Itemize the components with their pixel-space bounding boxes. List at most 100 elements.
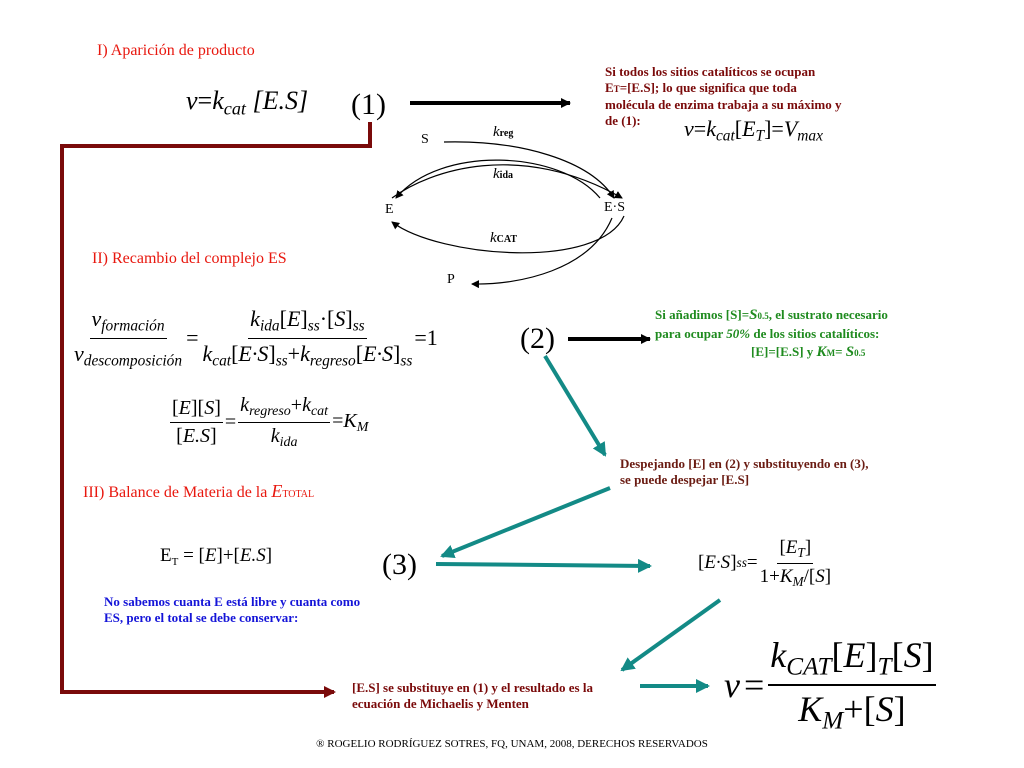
section3-title-text: III) Balance de Materia de la <box>83 484 272 501</box>
eq2-lhs-fraction: vformación vdescomposición <box>72 306 184 370</box>
k-cat-k: k <box>490 230 497 246</box>
footer-copyright: ® ROGELIO RODRÍGUEZ SOTRES, FQ, UNAM, 20… <box>316 738 708 750</box>
eq2-rhs-fraction: kida[E]ss·[S]ss kcat[E·S]ss+kregreso[E·S… <box>202 306 413 370</box>
note4-line2: ES, pero el total se debe conservar: <box>104 610 299 625</box>
equation-ES: [E·S]ss= [ET] 1+KM/[S] <box>698 537 832 589</box>
curve-S-to-ES <box>443 141 615 199</box>
note2-S: S <box>749 307 758 323</box>
eq3-open: = [ <box>178 545 205 566</box>
eqES-E: E <box>785 537 798 558</box>
km-k-reg: k <box>240 394 250 416</box>
eq1-k: k <box>212 86 224 115</box>
note2-l1a: Si añadimos [S]= <box>655 307 750 322</box>
section3-title: III) Balance de Materia de la ETOTAL <box>83 481 314 502</box>
vmax-k: k <box>706 116 716 141</box>
eqES-S: S <box>815 565 825 587</box>
connector-eq1-to-final <box>60 122 372 698</box>
note5-line2: ecuación de Michaelis y Menten <box>352 696 529 711</box>
km-k-cat: k <box>302 394 311 416</box>
eq3-ES: E.S <box>239 545 266 566</box>
mm-v: v <box>724 664 740 705</box>
eqES-ss: ss <box>736 555 747 571</box>
vmax-k-sub: cat <box>715 127 735 145</box>
eq1-v: v <box>186 86 198 115</box>
arrow-ES-to-note5 <box>620 598 722 672</box>
note1-line2: ET=[E.S]; lo que significa que toda <box>605 80 895 97</box>
section2-title: II) Recambio del complejo ES <box>92 250 287 267</box>
note-half-saturation: Si añadimos [S]=S0.5, el sustrato necesa… <box>655 306 975 362</box>
note3-line1: Despejando [E] en (2) y substituyendo en… <box>620 456 869 471</box>
k-ida-k: k <box>493 166 500 182</box>
note2-line2: para ocupar 50% de los sitios catalítico… <box>655 325 975 343</box>
km-lhs-fraction: [E][S] [E.S] <box>170 397 223 448</box>
eq2-equals-one: =1 <box>414 325 438 351</box>
k-ida-sub: ida <box>499 170 514 181</box>
section3-E: E <box>271 481 283 501</box>
note1-ET: E <box>605 80 614 95</box>
arrow-eq3-to-ES <box>435 558 652 573</box>
eqES-M: M <box>792 573 804 589</box>
note5-line1: [E.S] se substituye en (1) y el resultad… <box>352 680 593 695</box>
note2-l2a: para ocupar <box>655 326 727 341</box>
eqES-T: T <box>797 544 805 560</box>
eq2-number: (2) <box>520 322 555 355</box>
vmax-V-sub: max <box>797 127 823 145</box>
section1-title: I) Aparición de producto <box>97 42 255 59</box>
km-E: E <box>178 397 191 420</box>
scheme-k-ida: kida <box>493 166 513 183</box>
eqES-ES: E·S <box>704 552 731 574</box>
equation-3: ET = [E]+[E.S] <box>160 545 272 568</box>
note2-pct: 50% <box>726 326 751 341</box>
eq2-ss-2: ss <box>352 317 365 335</box>
km-cat: cat <box>310 404 329 420</box>
vmax-V: V <box>783 116 798 141</box>
note2-S2-sub: 0.5 <box>854 348 866 358</box>
note2-line1: Si añadimos [S]=S0.5, el sustrato necesa… <box>655 306 975 325</box>
km-ida: ida <box>279 435 298 451</box>
eq2-E: E <box>286 306 301 331</box>
curve-ES-to-E-reg <box>395 159 601 199</box>
vmax-v: v <box>684 116 694 141</box>
eq2-regreso: regreso <box>309 352 356 370</box>
note2-l2b: de los sitios catalíticos: <box>750 326 880 341</box>
km-S: S <box>204 397 215 420</box>
note2-K: K <box>816 344 827 360</box>
equation-1: v=kcat [E.S] <box>186 86 309 119</box>
section3-E-sub: TOTAL <box>282 489 315 500</box>
eq1-number: (1) <box>351 88 386 121</box>
note2-S-sub: 0.5 <box>757 311 769 321</box>
scheme-P: P <box>447 272 455 287</box>
k-reg-sub: reg <box>499 128 514 139</box>
mm-E: E <box>843 635 866 675</box>
km-M: M <box>356 419 369 435</box>
mm-T: T <box>877 653 892 681</box>
note3-line2: se puede despejar [E.S] <box>620 472 750 487</box>
note-saturation: Si todos los sitios catalíticos se ocupa… <box>605 64 895 129</box>
note2-line3: [E]=[E.S] y KM= S0.5 <box>655 343 975 362</box>
curve-ES-to-E-cat <box>391 215 625 254</box>
eq2-cat: cat <box>212 352 232 370</box>
note4-line1: No sabemos cuanta E está libre y cuanta … <box>104 594 361 609</box>
eqES-K: K <box>779 565 793 587</box>
note1-line4: de (1): <box>605 113 641 128</box>
eqES-one: 1+ <box>759 565 780 587</box>
eq2-v-top: v <box>91 306 102 331</box>
k-cat-sub: CAT <box>496 234 518 245</box>
eqES-fraction: [ET] 1+KM/[S] <box>759 537 832 589</box>
eq1-bracket: [E.S] <box>252 86 309 115</box>
eq2-v-bottom: v <box>74 340 84 366</box>
mm-S2: S <box>875 688 894 729</box>
scheme-S: S <box>421 132 429 147</box>
eq2-ES-1: E·S <box>238 340 269 366</box>
eq3-number: (3) <box>382 548 417 581</box>
eq2-ida: ida <box>259 317 280 335</box>
equation-KM: [E][S] [E.S] = kregreso+kcat kida =KM <box>170 394 369 451</box>
eq2-k-cat: k <box>202 340 213 366</box>
note-solve-E: Despejando [E] en (2) y substituyendo en… <box>620 456 950 488</box>
mm-k: k <box>770 635 787 675</box>
eq3-T: T <box>171 556 179 568</box>
equation-2: vformación vdescomposición = kida[E]ss·[… <box>72 306 438 370</box>
note1-line2-rest: =[E.S]; lo que significa que toda <box>619 80 797 95</box>
note2-S2: S <box>845 344 855 360</box>
scheme-k-reg: kreg <box>493 124 513 141</box>
